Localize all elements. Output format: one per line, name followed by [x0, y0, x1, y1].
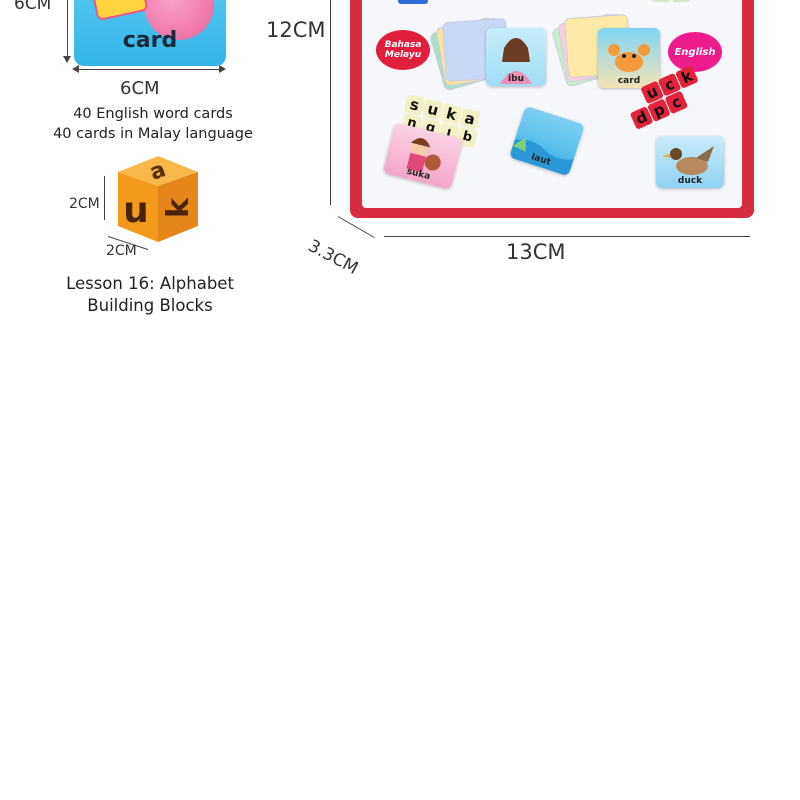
- lesson-title-line-2: Building Blocks: [87, 296, 213, 315]
- card-ibu: ibu: [486, 28, 546, 86]
- block-left-face: [118, 172, 158, 242]
- card-height-label: 6CM: [14, 0, 52, 14]
- card-ibu-label: ibu: [508, 74, 524, 84]
- card-description-line-1: 40 English word cards: [73, 106, 233, 122]
- malay-speech-bubble: Bahasa Melayu: [376, 30, 430, 70]
- block-top-face: [118, 156, 198, 186]
- card-suka: suka: [382, 122, 464, 190]
- english-speech-bubble: English: [668, 32, 722, 72]
- card-description: 40 English word cards 40 cards in Malay …: [30, 104, 276, 144]
- letter-cube: [398, 0, 428, 4]
- box-depth-line: [337, 216, 375, 238]
- arrow-head-right-icon: [219, 65, 226, 73]
- card-word-label: card: [122, 28, 178, 53]
- block-letter-right: k: [161, 197, 196, 218]
- card-description-line-2: 40 cards in Malay language: [53, 126, 253, 142]
- block-letter-left: u: [123, 190, 149, 231]
- box-width-line: [384, 236, 750, 237]
- block-height-label: 2CM: [69, 196, 100, 212]
- block-height-arrow: [104, 176, 105, 220]
- card-card: card: [598, 28, 660, 88]
- card-width-arrow: [78, 69, 220, 70]
- box-depth-label: 3.3CM: [304, 236, 362, 279]
- crab-illustration: [608, 44, 650, 72]
- word-card-image: card: [74, 0, 226, 66]
- card-height-arrow: [67, 0, 68, 62]
- card-illustration-toy: [91, 0, 149, 22]
- arrow-head-left-icon: [72, 65, 79, 73]
- letter-cube: [672, 0, 690, 2]
- card-laut: laut: [509, 105, 585, 177]
- mother-illustration: [500, 38, 532, 84]
- block-width-label: 2CM: [106, 243, 137, 259]
- malay-bubble-line-1: Bahasa: [384, 40, 422, 50]
- arrow-head-down-icon: [63, 56, 71, 63]
- alphabet-block-image: a u k: [118, 156, 198, 242]
- card-width-label: 6CM: [120, 78, 160, 99]
- malay-bubble-line-2: Melayu: [384, 50, 422, 60]
- box-height-label: 12CM: [266, 18, 326, 42]
- letter-cube: [652, 0, 670, 2]
- lesson-title: Lesson 16: Alphabet Building Blocks: [30, 273, 270, 317]
- product-box-image: Bahasa Melayu ibu: [350, 0, 754, 218]
- card-duck: duck: [656, 136, 724, 188]
- card-card-label: card: [617, 76, 641, 86]
- box-contents: Bahasa Melayu ibu: [362, 0, 742, 208]
- box-width-label: 13CM: [506, 240, 566, 264]
- girl-bear-illustration: [406, 138, 441, 173]
- duck-illustration: [662, 146, 714, 175]
- sea-illustration: [509, 137, 574, 177]
- lesson-title-line-1: Lesson 16: Alphabet: [66, 274, 234, 293]
- box-height-line: [330, 0, 331, 205]
- block-right-face: [158, 172, 198, 242]
- card-duck-label: duck: [677, 176, 703, 186]
- english-bubble-label: English: [674, 46, 716, 58]
